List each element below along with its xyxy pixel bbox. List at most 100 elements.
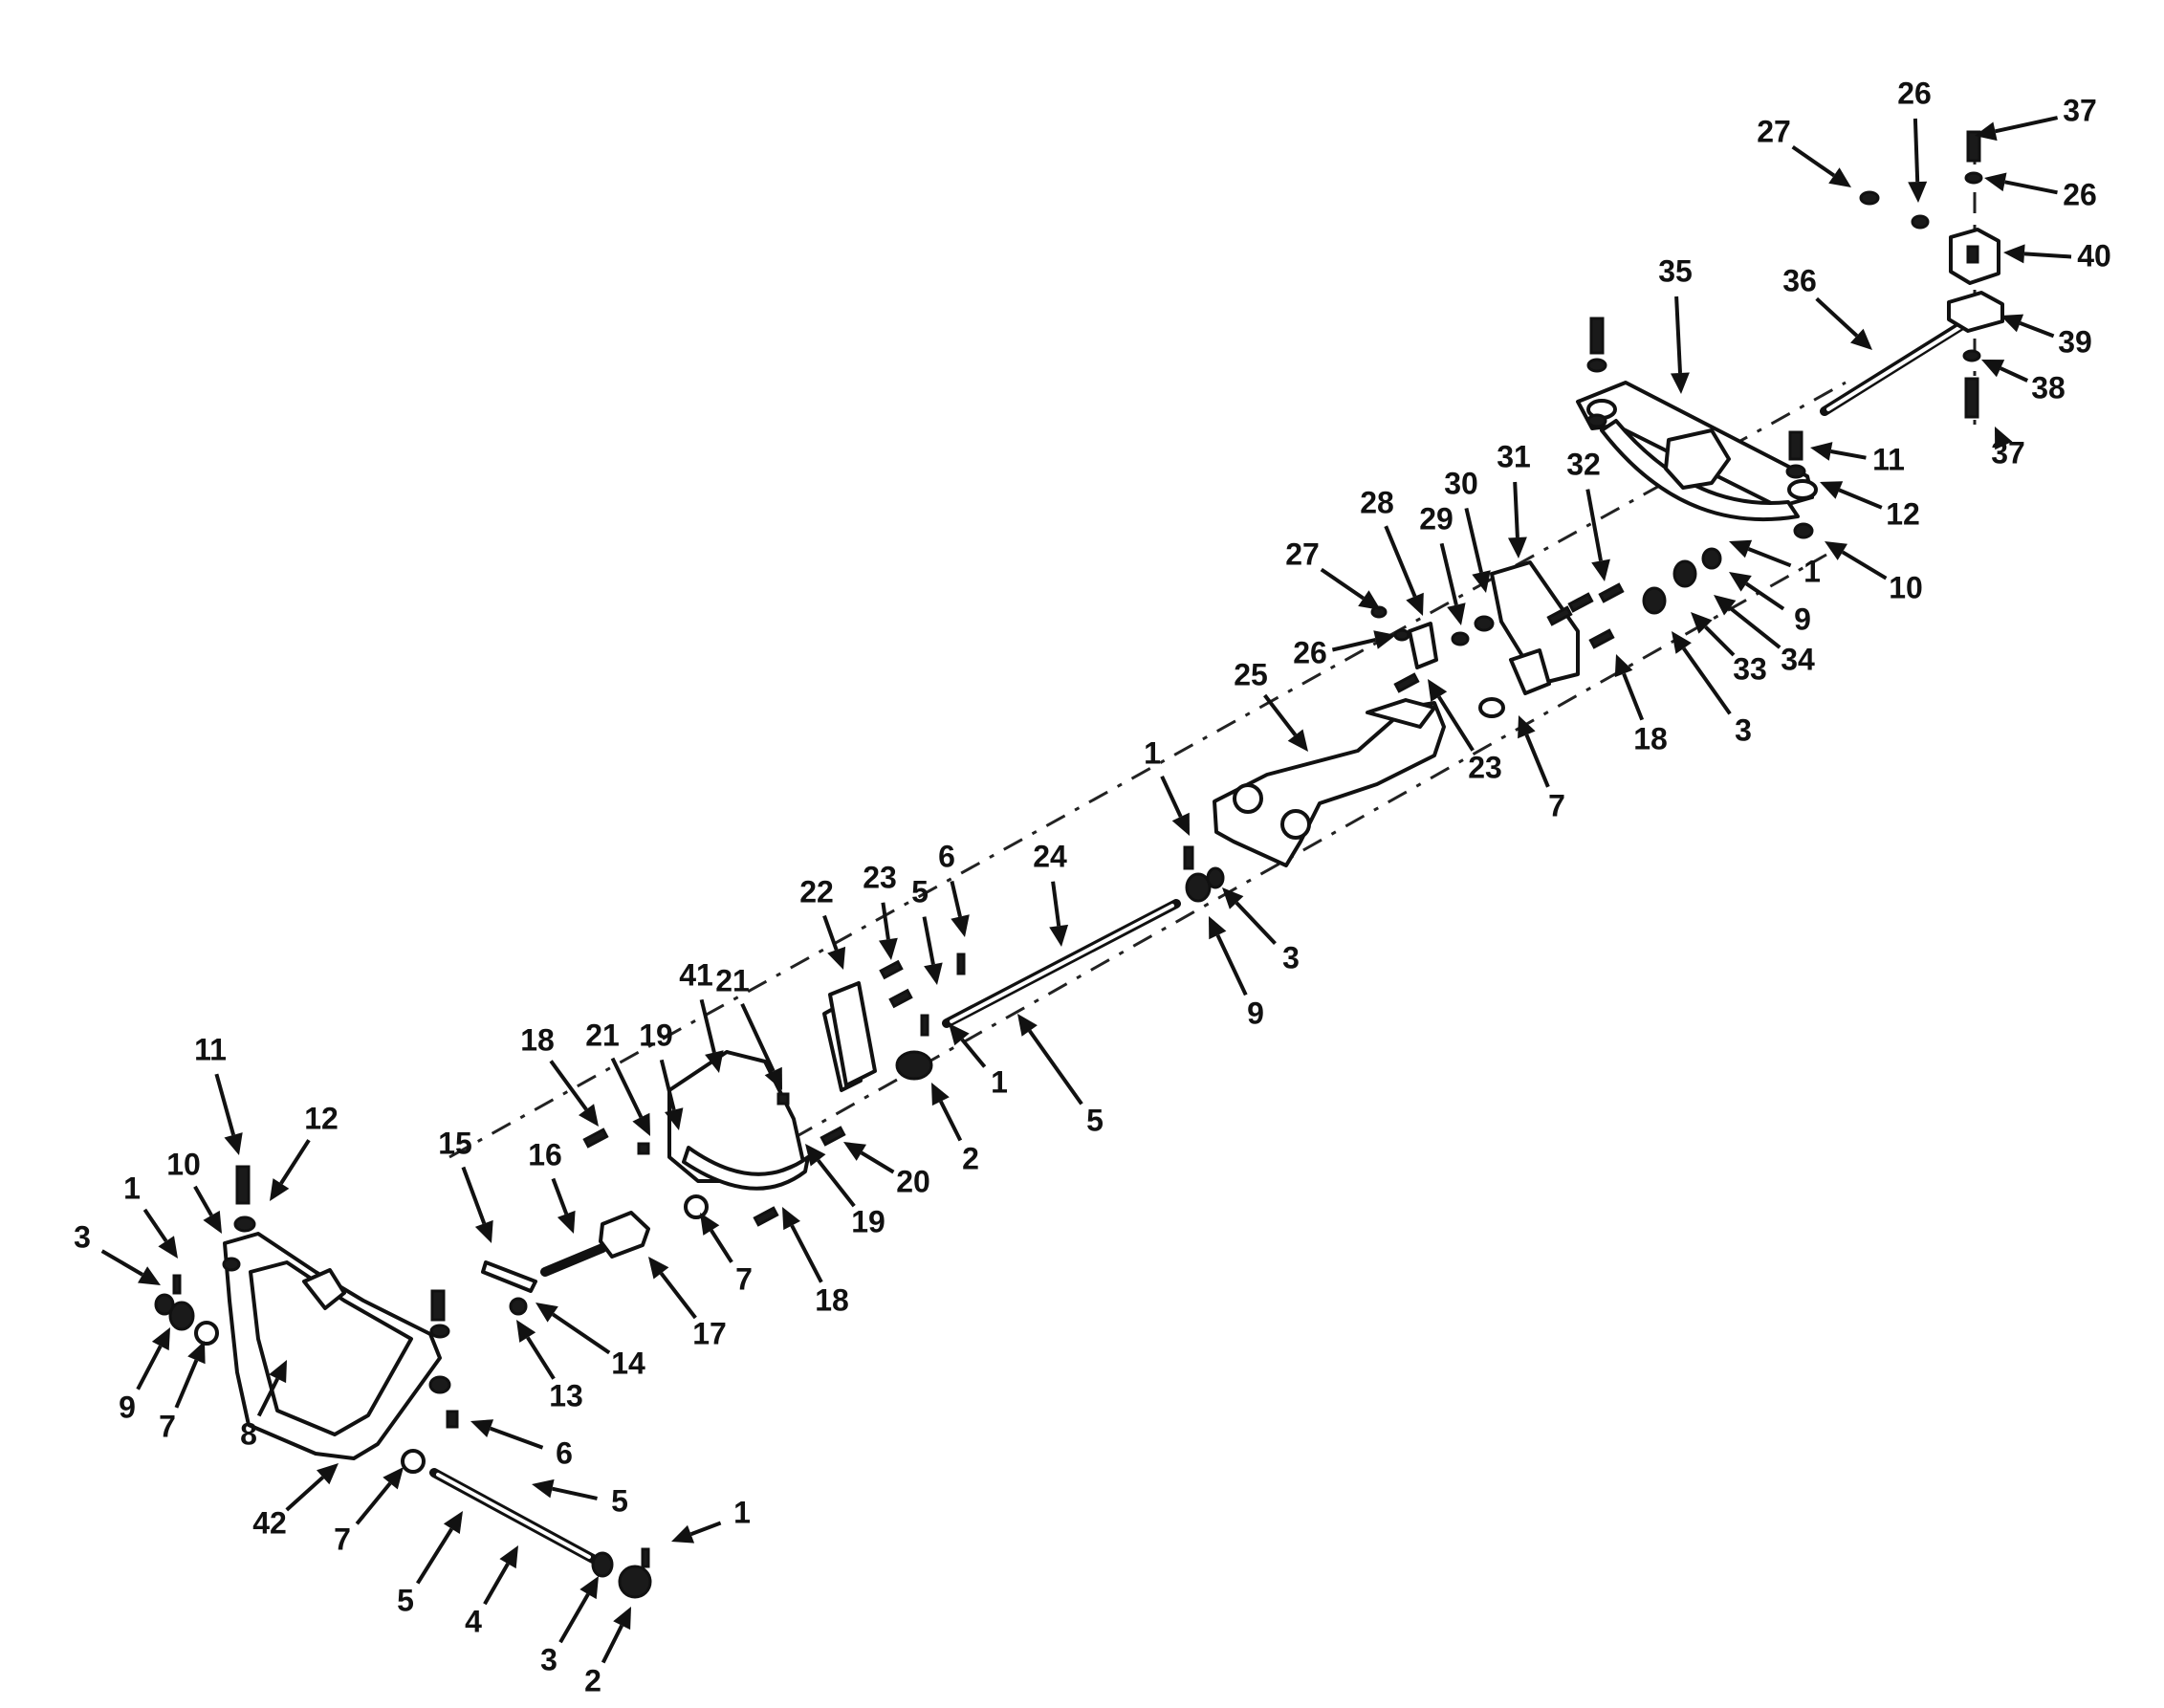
callout-arrow-head: [151, 1327, 170, 1351]
callout-arrow-shaft: [1384, 525, 1417, 598]
callout-arrow-head: [1447, 602, 1466, 625]
callout-9: 9: [1209, 916, 1264, 1030]
callout-number: 18: [1633, 721, 1668, 755]
callout-5: 5: [532, 1478, 628, 1518]
callout-arrow-head: [1828, 167, 1851, 187]
callout-arrow-shaft: [710, 1229, 733, 1263]
callout-14: 14: [536, 1303, 645, 1380]
callout-arrow-shaft: [659, 1059, 676, 1111]
callout-number: 3: [74, 1219, 91, 1254]
callout-arrow-shaft: [2000, 366, 2029, 383]
callout-number: 1: [1803, 554, 1821, 588]
callout-number: 32: [1566, 447, 1601, 481]
callout-arrow-shaft: [526, 1336, 556, 1380]
callout-arrow-head: [270, 1178, 290, 1201]
callout-arrow-head: [1591, 558, 1610, 581]
callout-number: 10: [1889, 570, 1923, 604]
callout-16: 16: [528, 1137, 576, 1234]
callout-arrow-shaft: [490, 1426, 544, 1450]
callout-arrow-head: [827, 946, 846, 970]
callout-arrow-shaft: [1028, 1029, 1083, 1106]
callout-37: 37: [1991, 427, 2025, 470]
callout-number: 11: [1872, 442, 1905, 476]
callout-arrow-head: [665, 1107, 684, 1130]
callout-1: 1: [671, 1495, 751, 1544]
callout-arrow-shaft: [2019, 321, 2055, 339]
callout-18: 18: [782, 1207, 849, 1317]
callout-2: 2: [931, 1083, 979, 1175]
callout-arrow-head: [805, 1144, 826, 1167]
callout-number: 37: [2063, 93, 2097, 127]
callout-arrow-shaft: [461, 1166, 487, 1225]
assembly-centerline: [448, 143, 1977, 1159]
callout-number: 3: [1735, 712, 1752, 747]
callout-arrow-shaft: [483, 1563, 510, 1606]
callout-arrow-shaft: [1838, 488, 1883, 510]
callout-arrow-head: [1729, 572, 1752, 592]
upper-trunnion-bracket: [1576, 317, 1818, 521]
callout-arrow-shaft: [279, 1139, 311, 1185]
callout-arrow-head: [1671, 372, 1690, 394]
callout-number: 31: [1497, 439, 1531, 473]
callout-number: 35: [1658, 253, 1693, 288]
callout-arrow-shaft: [558, 1592, 590, 1644]
callout-arrow-shaft: [1331, 638, 1377, 652]
callout-number: 14: [611, 1346, 645, 1380]
callout-number: 21: [585, 1018, 620, 1052]
callout-arrow-head: [613, 1607, 631, 1631]
callout-arrow-head: [1171, 812, 1190, 836]
callout-8: 8: [240, 1360, 287, 1451]
callout-32: 32: [1566, 447, 1610, 581]
callout-number: 13: [549, 1378, 583, 1412]
callout-arrow-head: [1287, 729, 1308, 752]
callout-arrow-head: [632, 1112, 650, 1136]
callout-number: 23: [1468, 750, 1502, 784]
lower-shaft-4: [401, 1410, 652, 1599]
callout-arrow-head: [1614, 654, 1633, 678]
callout-arrow-shaft: [1585, 489, 1603, 561]
callout-number: 1: [1144, 735, 1161, 770]
callout-arrow-head: [1017, 1014, 1038, 1037]
callout-5: 5: [397, 1511, 463, 1617]
callout-number: 12: [1886, 496, 1920, 531]
callout-29: 29: [1419, 501, 1466, 625]
callout-40: 40: [2003, 238, 2111, 273]
callout-arrow-head: [443, 1511, 463, 1534]
callout-arrow-shaft: [817, 1159, 856, 1208]
callout-arrow-shaft: [552, 1312, 611, 1355]
callout-arrow-head: [224, 1132, 243, 1155]
callout-22: 22: [799, 874, 846, 970]
callout-number: 27: [1285, 536, 1320, 571]
callout-arrow-head: [843, 1142, 866, 1161]
callout-arrow-shaft: [1995, 116, 2059, 134]
callout-arrow-shaft: [1051, 881, 1061, 927]
callout-arrow-shaft: [960, 1038, 987, 1068]
callout-number: 30: [1444, 466, 1478, 500]
callout-arrow-shaft: [416, 1527, 453, 1585]
callout-number: 5: [1086, 1103, 1104, 1137]
callout-arrow-head: [474, 1219, 493, 1243]
callout-arrow-head: [879, 937, 898, 960]
callout-number: 28: [1360, 485, 1394, 519]
callout-4: 4: [465, 1545, 518, 1638]
callout-arrow-head: [1820, 481, 1844, 499]
callout-arrow-head: [2000, 314, 2024, 333]
callout-arrow-shaft: [1524, 734, 1550, 788]
callout-number: 21: [715, 963, 750, 997]
callout-number: 6: [556, 1435, 573, 1470]
callout-13: 13: [516, 1320, 583, 1412]
callout-number: 18: [520, 1022, 555, 1057]
callout-28: 28: [1360, 485, 1424, 616]
callout-5: 5: [911, 874, 943, 985]
callout-6: 6: [470, 1419, 573, 1470]
callout-arrow-head: [1729, 539, 1753, 558]
callout-arrow-head: [782, 1207, 800, 1231]
upper-shaft-36: [1820, 320, 1967, 416]
callout-arrow-shaft: [1622, 672, 1645, 721]
callout-arrow-shaft: [136, 1345, 163, 1390]
callout-38: 38: [1981, 360, 2066, 405]
callout-number: 10: [166, 1147, 201, 1181]
callout-number: 26: [1293, 635, 1327, 669]
callout-arrow-head: [1691, 612, 1713, 634]
